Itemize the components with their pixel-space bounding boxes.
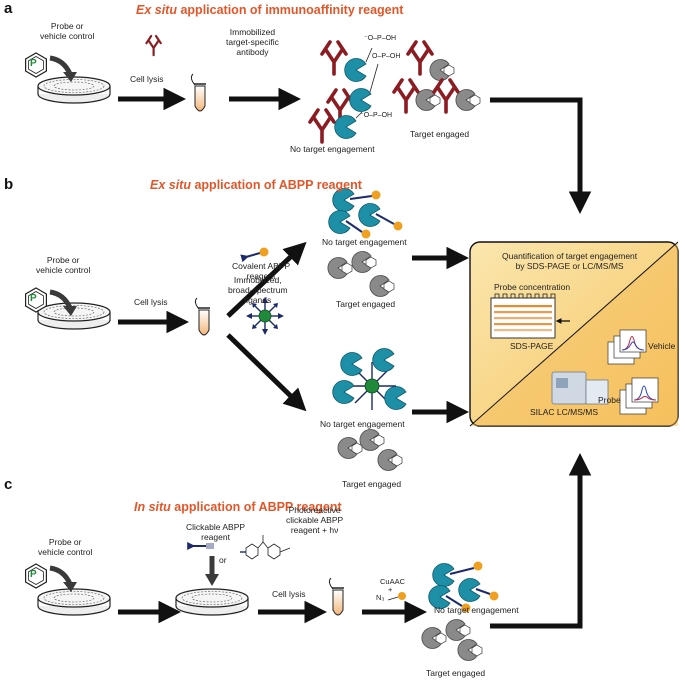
vehicle-chromatograms: [607, 329, 647, 365]
quant-box-title: Quantification of target engagement by S…: [502, 251, 638, 271]
quant-probe: Probe: [598, 395, 621, 405]
panel-a: ⁻O–P–OH O–P–OH ⁻O–P–OH: [25, 34, 592, 214]
panel-a-no-engagement: No target engagement: [290, 144, 375, 154]
panel-c-probe-label: Probe or vehicle control: [38, 537, 93, 557]
panel-b-title: Ex situ application of ABPP reagent: [150, 178, 362, 192]
arrow-b-upper: [226, 241, 307, 318]
dose-arrow-icon-c: [50, 568, 77, 592]
arrow-c-to-quant: [490, 453, 592, 629]
phospho-label-1: ⁻O–P–OH: [364, 35, 396, 42]
phospho-label-2: O–P–OH: [372, 53, 400, 60]
panel-c-title-rest: application of ABPP reagent: [170, 500, 342, 514]
arrow-a-to-quant: [490, 97, 592, 214]
panel-c-n3-label: N₃: [376, 593, 385, 602]
no-engagement-cluster-a: ⁻O–P–OH O–P–OH ⁻O–P–OH: [308, 35, 400, 144]
antibody-reagent-icon: [145, 34, 162, 57]
panel-b-lysis-label: Cell lysis: [134, 297, 168, 307]
engaged-cluster-b-top: [327, 251, 395, 297]
panel-c-engaged: Target engaged: [426, 668, 486, 678]
no-engagement-cluster-c: [428, 561, 499, 613]
panel-b-covalent-label: Covalent ABPP reagent: [232, 261, 291, 281]
covalent-abpp-reagent-icon: [240, 247, 269, 263]
panel-b-letter: b: [4, 176, 14, 193]
cell-culture-dish-icon-c: [37, 588, 111, 616]
panel-a-engaged: Target engaged: [410, 129, 470, 139]
panel-a-antibody-label: Immobilized target-specific antibody: [226, 27, 279, 57]
panel-b-no-engagement-top: No target engagement: [322, 237, 407, 247]
clickable-reagent-icon: [187, 542, 214, 550]
no-engagement-cluster-b-bottom: [332, 348, 407, 410]
panel-c: [25, 535, 499, 661]
panel-a-lysis-label: Cell lysis: [130, 74, 164, 84]
panel-a-probe-label: Probe or vehicle control: [40, 21, 95, 41]
quant-probe-concentration: Probe concentration: [494, 282, 571, 292]
phospho-label-3: ⁻O–P–OH: [360, 112, 392, 119]
quant-silac: SILAC LC/MS/MS: [530, 407, 599, 417]
panel-c-title: In situ application of ABPP reagent: [134, 500, 342, 514]
engaged-cluster-c: [421, 619, 483, 661]
panel-b-title-italic: Ex situ: [150, 178, 191, 192]
panel-a-title: Ex situ application of immunoaffinity re…: [136, 3, 403, 17]
cell-culture-dish-icon: [37, 76, 111, 104]
panel-c-letter: c: [4, 476, 13, 493]
lysate-tube-icon-b: [194, 297, 211, 336]
azide-tag-icon: [387, 592, 406, 601]
panel-a-probe-badge: P: [30, 58, 37, 69]
panel-c-clickable-label: Clickable ABPP reagent: [186, 522, 246, 542]
engaged-cluster-b-bottom: [337, 429, 403, 471]
quantification-box: [469, 241, 679, 427]
mass-spectrometer-icon: [551, 371, 609, 405]
arrow-b-lower: [226, 333, 307, 412]
panel-c-or-label: or: [219, 555, 227, 565]
lysate-tube-icon: [190, 73, 207, 112]
panel-a-title-rest: application of immunoaffinity reagent: [177, 3, 404, 17]
quant-vehicle: Vehicle: [648, 341, 676, 351]
panel-b-no-engagement-bottom: No target engagement: [320, 419, 405, 429]
photoreactive-reagent-structure-icon: [240, 535, 291, 560]
panel-c-lysis-label: Cell lysis: [272, 589, 306, 599]
no-engagement-cluster-b-top: [328, 188, 403, 239]
panel-a-letter: a: [4, 0, 13, 17]
panel-b-title-rest: application of ABPP reagent: [191, 178, 362, 192]
engaged-cluster-a: [392, 40, 481, 114]
panel-b-engaged-bottom: Target engaged: [342, 479, 402, 489]
panel-b-probe-badge: P: [30, 293, 37, 304]
panel-c-no-engagement: No target engagement: [434, 605, 519, 615]
panel-c-cuaac-label: CuAAC: [380, 577, 406, 586]
immobilized-ligand-icon: [246, 297, 284, 335]
panel-c-title-italic: In situ: [134, 500, 171, 514]
treated-dish-icon-c: [175, 588, 249, 616]
panel-c-plus-label: +: [388, 585, 393, 594]
panel-b-probe-label: Probe or vehicle control: [36, 255, 91, 275]
quant-sds-page: SDS-PAGE: [510, 341, 554, 351]
panel-c-photo-label: Photoreactive clickable ABPP reagent + h…: [286, 505, 344, 535]
sds-page-gel-icon: [490, 293, 570, 339]
panel-c-probe-badge: P: [30, 569, 37, 580]
panel-b: [25, 188, 469, 471]
lysate-tube-icon-c: [328, 577, 345, 616]
panel-b-immobilized-label: Immobilized, broad-spectrum ligands: [228, 275, 288, 305]
probe-chromatograms: [619, 377, 659, 415]
panel-a-title-italic: Ex situ: [136, 3, 177, 17]
panel-b-engaged-top: Target engaged: [336, 299, 396, 309]
